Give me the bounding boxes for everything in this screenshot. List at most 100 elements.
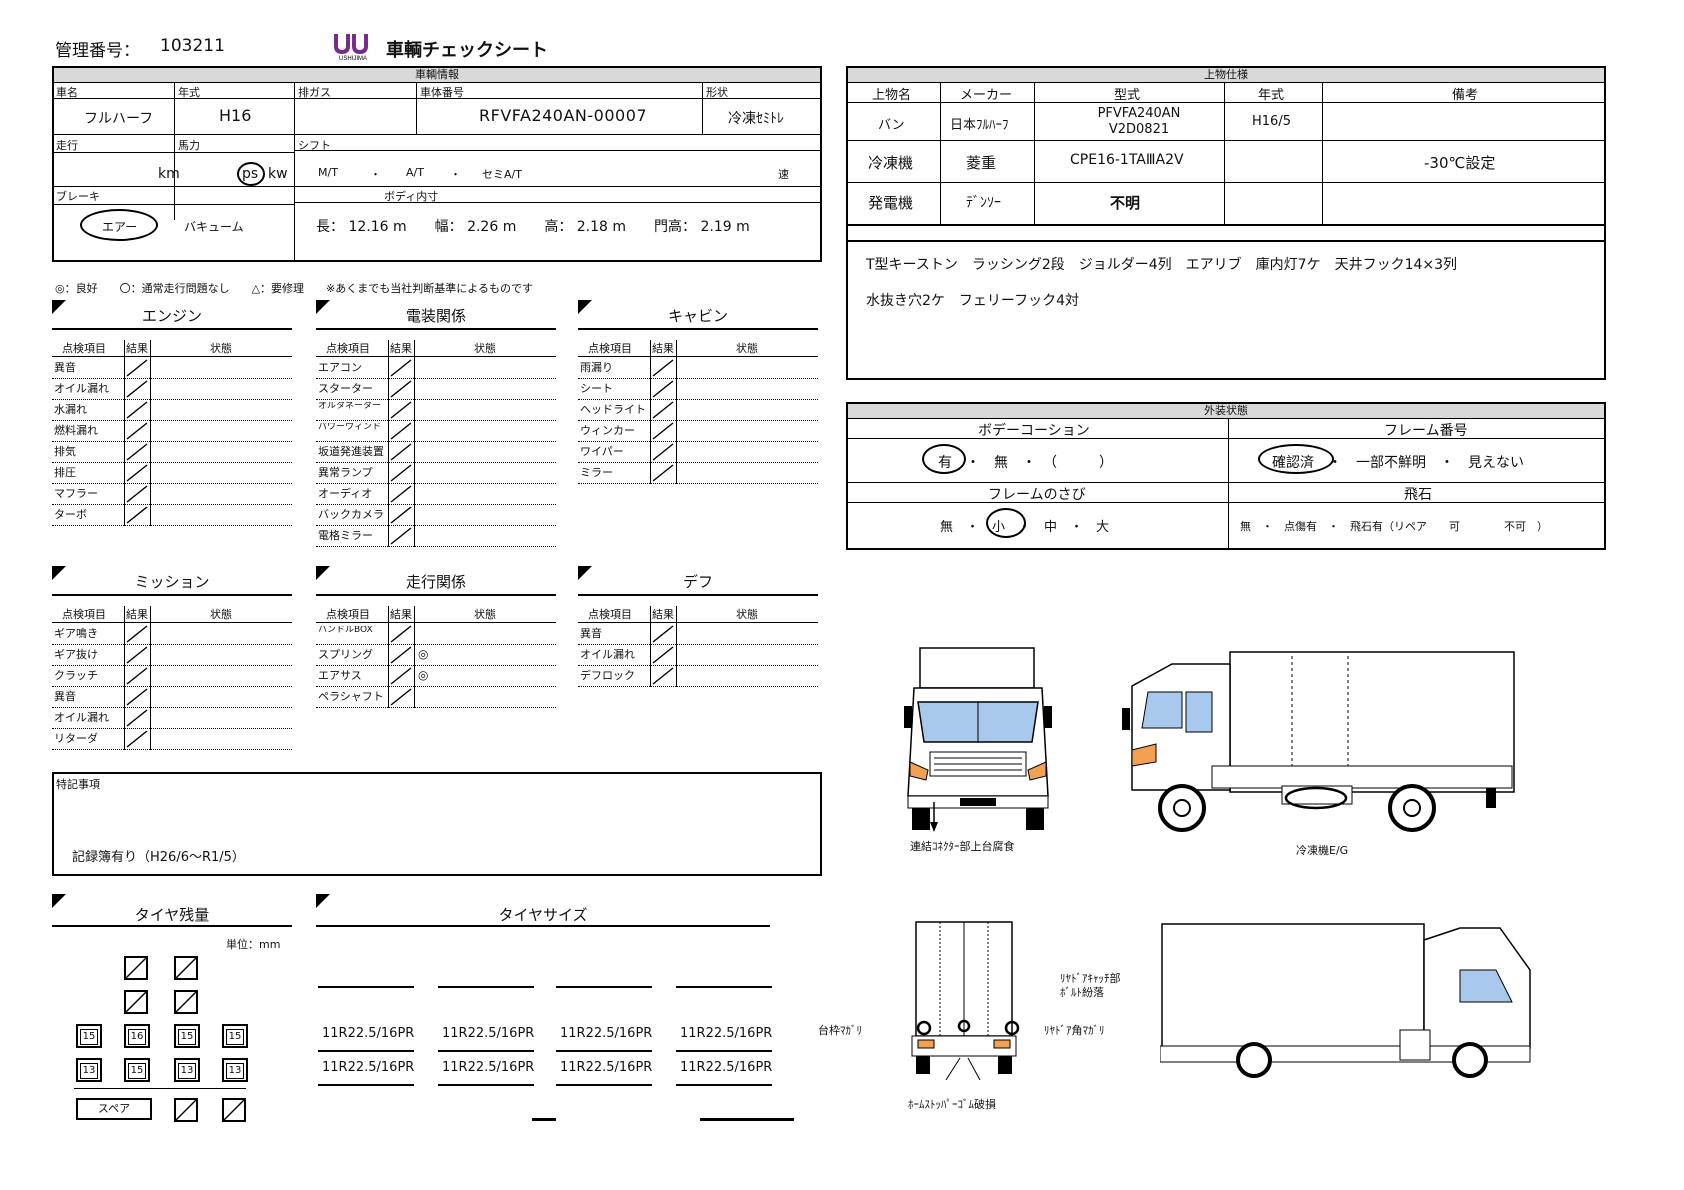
brake-vacuum: バキューム (184, 220, 244, 234)
tire-size-value: 11R22.5/16PR (322, 1060, 415, 1075)
check-item-label: ハンドルBOX (318, 626, 373, 635)
upper-col-year: 年式 (1258, 88, 1285, 103)
check-item-label: ギア鳴き (54, 627, 98, 640)
result-slash-mark (390, 443, 412, 461)
upper-row2-maker: 菱重 (966, 154, 997, 172)
tire-depth-box: 16 (124, 1024, 150, 1048)
result-slash-mark (390, 401, 412, 419)
section-marker-icon (316, 300, 330, 314)
car-name-label: 車名 (56, 86, 78, 99)
upper-row3-model: 不明 (1110, 194, 1141, 212)
stone-options: 無 ・ 点傷有 ・ 飛石有（リペア 可 不可 ） (1240, 520, 1548, 533)
result-mark: ◎ (418, 647, 429, 661)
result-slash-mark (390, 359, 412, 377)
check-item-label: ミラー (580, 466, 613, 479)
result-slash-mark (126, 443, 148, 461)
special-notes-panel: 特記事項 記録簿有り（H26/6～R1/5） (52, 772, 822, 876)
result-slash-mark (652, 422, 674, 440)
upper-row1-name: バン (878, 118, 905, 133)
check-item-label: 異音 (580, 627, 602, 640)
result-slash-mark (390, 667, 412, 685)
result-slash-mark (126, 667, 148, 685)
tire-size-value: 11R22.5/16PR (442, 1060, 535, 1075)
upper-structure-panel: 上物仕様 上物名 メーカー 型式 年式 備考 バン 日本ﾌﾙﾊｰﾌ PFVFA2… (846, 66, 1606, 380)
tire-depth-box: 13 (174, 1058, 200, 1082)
tire-depth-box: 15 (174, 1024, 200, 1048)
tire-size-value: 11R22.5/16PR (680, 1060, 773, 1075)
section-diff-title: デフ (578, 570, 818, 596)
check-item-label: パワーウィンド (318, 423, 382, 432)
shift-at: A/T (406, 166, 424, 179)
exhaust-label: 排ガス (298, 86, 331, 99)
result-slash-mark (652, 646, 674, 664)
frame-number-circle (1258, 444, 1334, 474)
mileage-label: 走行 (56, 139, 78, 152)
frame-number-label: フレーム番号 (1384, 423, 1468, 439)
result-slash-mark (652, 625, 674, 643)
tire-empty-slot (174, 990, 198, 1014)
shape-label: 形状 (706, 86, 728, 99)
result-slash-mark (126, 709, 148, 727)
result-slash-mark (652, 667, 674, 685)
check-item-label: シート (580, 382, 613, 395)
section-diff-col-state: 状態 (736, 608, 758, 621)
tire-depth-box: 15 (124, 1058, 150, 1082)
vehicle-info-panel: 車輌情報 車名 年式 排ガス 車体番号 形状 フルハーフ H16 RFVFA24… (52, 66, 822, 262)
dot-1: ・ (370, 168, 381, 181)
result-slash-mark (390, 485, 412, 503)
tire-depth-box: 13 (222, 1058, 248, 1082)
section-mission-col-state: 状態 (210, 608, 232, 621)
result-mark: ◎ (418, 668, 429, 682)
check-item-label: クラッチ (54, 669, 98, 682)
section-cabin-col-item: 点検項目 (588, 342, 632, 355)
rear-top-annotation: ﾘﾔﾄﾞｱｷｬｯﾁ部ﾎﾞﾙﾄ紛落 (1060, 972, 1121, 999)
check-item-label: エアコン (318, 361, 362, 374)
body-dims-label: ボディ内寸 (384, 190, 439, 203)
result-slash-mark (390, 646, 412, 664)
upper-notes-line1: T型キーストン ラッシング2段 ジョルダー4列 エアリブ 庫内灯7ケ 天井フック… (866, 257, 1458, 273)
result-slash-mark (652, 464, 674, 482)
shift-semi-at: セミA/T (482, 168, 522, 181)
section-engine-col-item: 点検項目 (62, 342, 106, 355)
upper-notes-line2: 水抜き穴2ケ フェリーフック4対 (866, 293, 1079, 309)
result-slash-mark (126, 485, 148, 503)
section-marker-icon (578, 300, 592, 314)
tire-empty-slot (124, 956, 148, 980)
rear-bottom-annotation: ﾎｰﾑｽﾄｯﾊﾟｰｺﾞﾑ破損 (908, 1098, 996, 1111)
tire-depth-value: 13 (226, 1063, 244, 1079)
shape-value: 冷凍ｾﾐﾄﾚ (728, 111, 784, 127)
result-slash-mark (652, 443, 674, 461)
tire-depth-value: 15 (128, 1063, 146, 1079)
check-item-label: 排気 (54, 445, 76, 458)
tire-depth-value: 15 (178, 1029, 196, 1045)
section-engine-col-state: 状態 (210, 342, 232, 355)
result-slash-mark (652, 359, 674, 377)
year-value: H16 (219, 106, 252, 125)
check-item-label: オイル漏れ (580, 648, 635, 661)
section-cabin-title: キャビン (578, 304, 818, 330)
upper-row3-maker: ﾃﾞﾝｿｰ (966, 195, 1001, 211)
check-item-label: ワイパー (580, 445, 624, 458)
check-item-label: 燃料漏れ (54, 424, 98, 437)
dot-2: ・ (450, 168, 461, 181)
side-annotation: 冷凍機E/G (1296, 844, 1349, 857)
result-slash-mark (390, 506, 412, 524)
result-slash-mark (390, 688, 412, 706)
check-item-label: バックカメラ (318, 508, 384, 521)
rear-right-annotation: ﾘﾔﾄﾞｱ角ﾏｶﾞﾘ (1044, 1024, 1105, 1037)
tire-depth-box: 15 (222, 1024, 248, 1048)
check-item-label: ヘッドライト (580, 403, 646, 416)
company-logo: USHIJIMA (330, 32, 376, 62)
year-label: 年式 (178, 86, 200, 99)
check-item-label: エアサス (318, 669, 362, 682)
section-engine-col-result: 結果 (126, 342, 148, 355)
section-diff-col-item: 点検項目 (588, 608, 632, 621)
result-slash-mark (390, 464, 412, 482)
car-name-value: フルハーフ (84, 111, 154, 127)
section-electric-col-result: 結果 (390, 342, 412, 355)
section-diff-col-result: 結果 (652, 608, 674, 621)
section-cabin-col-state: 状態 (736, 342, 758, 355)
section-mission-col-item: 点検項目 (62, 608, 106, 621)
result-slash-mark (126, 625, 148, 643)
section-marker-icon (316, 894, 330, 908)
